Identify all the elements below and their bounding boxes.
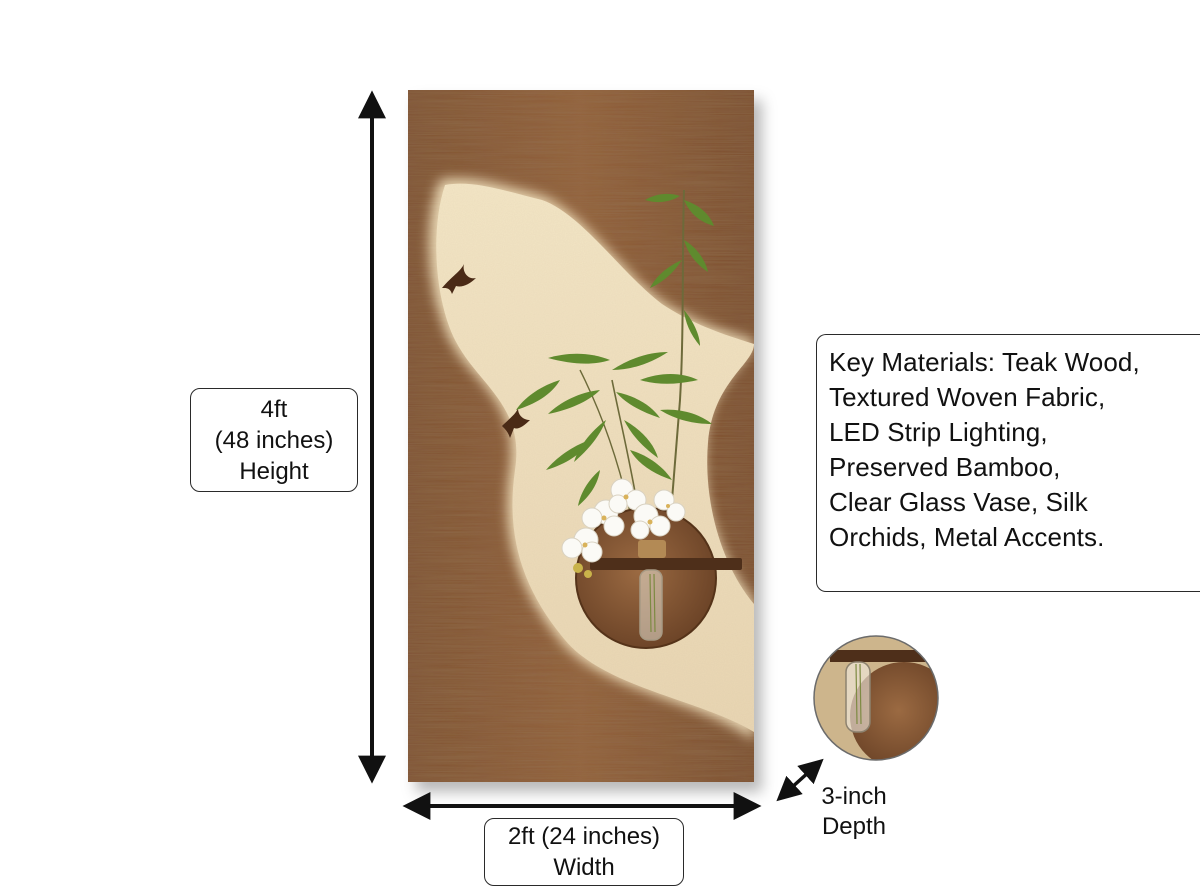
twine-wrap	[638, 540, 666, 558]
depth-label-line2: Depth	[821, 813, 887, 840]
materials-line: LED Strip Lighting,	[829, 417, 1048, 447]
width-label: 2ft (24 inches) Width	[484, 818, 684, 886]
height-label-line2: (48 inches)	[214, 426, 334, 454]
depth-label: 3-inch Depth	[806, 782, 902, 842]
shelf-assembly	[575, 507, 742, 649]
depth-arrow	[776, 758, 824, 802]
bird-icon	[442, 264, 476, 294]
bamboo-plant	[516, 189, 714, 551]
width-label-line1: 2ft (24 inches)	[507, 823, 661, 850]
bird-icon	[502, 408, 530, 438]
materials-line: Textured Woven Fabric,	[829, 382, 1106, 412]
materials-line: Orchids, Metal Accents.	[829, 522, 1105, 552]
height-label-line1: 4ft	[260, 395, 288, 423]
materials-line: Key Materials: Teak Wood,	[829, 347, 1140, 377]
depth-zoom-detail	[813, 635, 939, 761]
orchid-flowers	[561, 478, 686, 578]
materials-line: Clear Glass Vase, Silk	[829, 487, 1088, 517]
wall-panel	[408, 90, 754, 782]
width-label-line2: Width	[553, 854, 615, 881]
key-materials-box: Key Materials: Teak Wood, Textured Woven…	[816, 334, 1200, 592]
materials-line: Preserved Bamboo,	[829, 452, 1061, 482]
height-label-line3: Height	[239, 457, 309, 485]
height-label: 4ft (48 inches) Height	[190, 388, 358, 492]
depth-label-line1: 3-inch	[821, 783, 887, 810]
wooden-shelf	[590, 558, 742, 570]
